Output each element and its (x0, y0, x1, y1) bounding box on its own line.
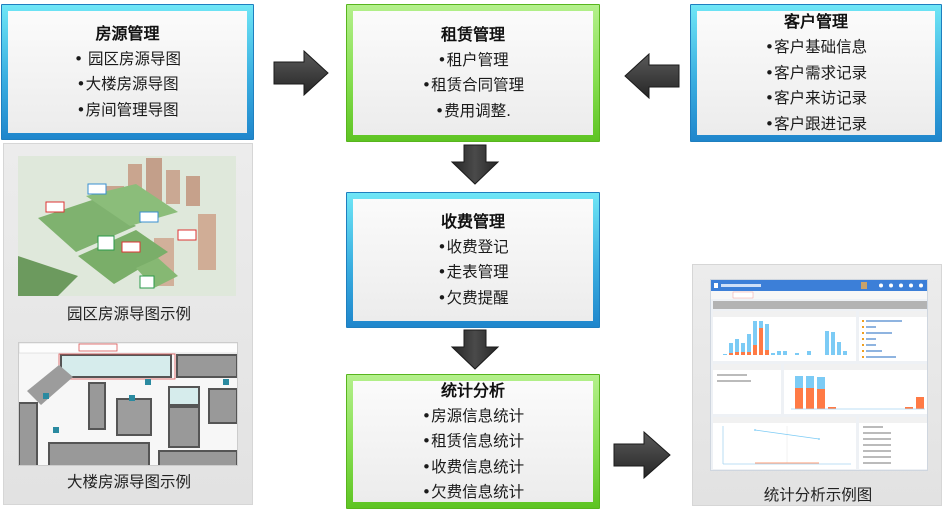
module-customer-item: •客户基础信息 (764, 38, 868, 56)
module-billing-item: •走表管理 (437, 263, 509, 282)
module-billing-item: •欠费提醒 (437, 288, 509, 307)
module-customer-item: •客户跟进记录 (764, 114, 868, 133)
module-leasing-item: •租户管理 (437, 50, 509, 69)
building-map-caption: 大楼房源导图示例 (66, 473, 191, 491)
park-map-image (18, 156, 236, 296)
stats-example-panel: 统计分析示例图 (692, 264, 942, 506)
module-statistics-title: 统计分析 (440, 380, 505, 400)
housing-examples-panel: 园区房源导图示例 大 (3, 143, 253, 505)
module-billing-body: 收费管理 •收费登记 •走表管理 •欠费提醒 (353, 199, 593, 321)
arrow-right-icon (613, 430, 671, 480)
module-customer-item: •客户需求记录 (764, 63, 868, 82)
module-customer: 客户管理 •客户基础信息 •客户需求记录 •客户来访记录 •客户跟进记录 (690, 4, 942, 142)
module-statistics: 统计分析 •房源信息统计 •租赁信息统计 •收费信息统计 •欠费信息统计 (346, 374, 600, 509)
module-billing-item: •收费登记 (437, 237, 509, 256)
module-housing-item: • 园区房源导图 (73, 49, 182, 68)
module-housing-body: 房源管理 • 园区房源导图 •大楼房源导图 •房间管理导图 (8, 11, 247, 133)
module-statistics-body: 统计分析 •房源信息统计 •租赁信息统计 •收费信息统计 •欠费信息统计 (353, 381, 593, 502)
module-customer-item: •客户来访记录 (764, 89, 868, 107)
stats-caption: 统计分析示例图 (763, 486, 873, 504)
module-billing: 收费管理 •收费登记 •走表管理 •欠费提醒 (346, 192, 600, 328)
arrow-down-icon (450, 144, 500, 185)
module-billing-title: 收费管理 (440, 211, 505, 231)
module-housing: 房源管理 • 园区房源导图 •大楼房源导图 •房间管理导图 (1, 4, 254, 140)
module-leasing-title: 租赁管理 (440, 24, 505, 44)
module-customer-title: 客户管理 (783, 12, 848, 31)
module-statistics-item: •房源信息统计 (421, 406, 525, 425)
module-statistics-item: •租赁信息统计 (421, 432, 525, 450)
module-leasing-body: 租赁管理 •租户管理 •租赁合同管理 •费用调整. (353, 11, 593, 135)
module-leasing-item: •租赁合同管理 (421, 76, 525, 95)
building-floorplan-illustration (19, 343, 237, 465)
park-map-caption: 园区房源导图示例 (66, 305, 191, 323)
module-customer-body: 客户管理 •客户基础信息 •客户需求记录 •客户来访记录 •客户跟进记录 (697, 11, 935, 135)
module-statistics-item: •收费信息统计 (421, 457, 525, 476)
module-leasing: 租赁管理 •租户管理 •租赁合同管理 •费用调整. (346, 4, 600, 142)
module-leasing-item: •费用调整. (434, 101, 512, 120)
stats-dashboard-illustration (711, 280, 927, 470)
arrow-right-icon (273, 50, 329, 96)
arrow-left-icon (624, 53, 680, 99)
arrow-down-icon (450, 329, 500, 370)
module-housing-item: •大楼房源导图 (76, 75, 179, 94)
module-housing-item: •房间管理导图 (76, 100, 179, 119)
line-chart (722, 426, 851, 465)
module-statistics-item: •欠费信息统计 (421, 483, 525, 501)
bar-chart-2 (791, 376, 925, 410)
stats-dashboard-image (710, 279, 928, 471)
bar-chart-1 (723, 321, 847, 355)
building-map-image (18, 342, 238, 466)
module-housing-title: 房源管理 (95, 23, 160, 43)
park-map-illustration (18, 156, 236, 296)
